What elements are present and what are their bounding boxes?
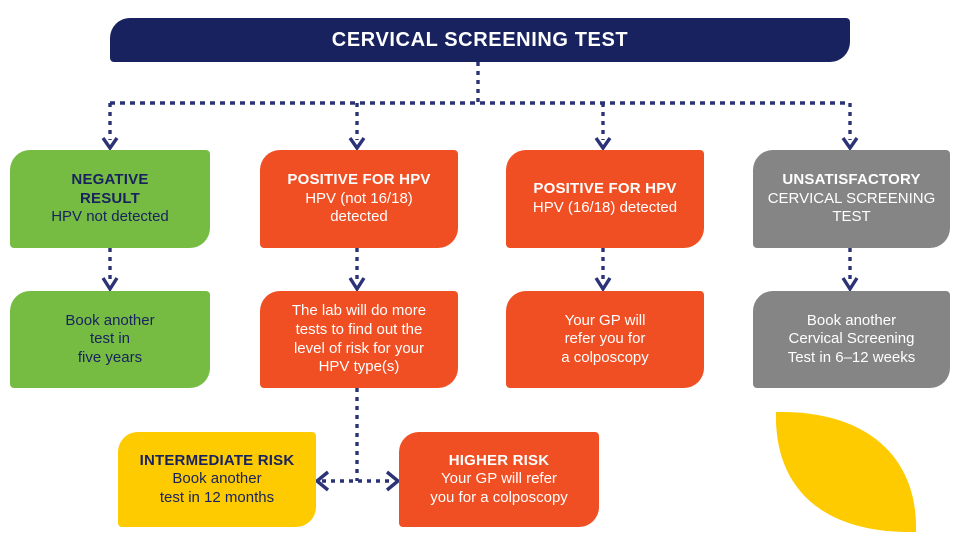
arrowhead-col4-result <box>841 137 859 151</box>
result-title-line: UNSATISFACTORY <box>782 171 921 189</box>
page-title: CERVICAL SCREENING TEST <box>110 18 850 62</box>
result-body-line: HPV (not 16/18) <box>305 189 413 207</box>
risk-body-line: test in 12 months <box>159 488 275 506</box>
action-box-positive-1618[interactable]: Your GP will refer you for a colposcopy <box>506 291 704 388</box>
result-body-line: CERVICAL SCREENING <box>767 189 936 207</box>
arrowhead-col1-action <box>101 277 119 293</box>
arrowhead-col1-result <box>101 137 119 151</box>
result-box-positive-not-1618[interactable]: POSITIVE FOR HPV HPV (not 16/18) detecte… <box>260 150 458 248</box>
action-body-line: refer you for <box>564 330 646 348</box>
arrowhead-col4-action <box>841 277 859 293</box>
risk-title-line: HIGHER RISK <box>448 451 550 469</box>
action-body-line: five years <box>77 348 143 366</box>
risk-box-higher-risk[interactable]: HIGHER RISK Your GP will refer you for a… <box>399 432 599 527</box>
risk-body-line: Your GP will refer <box>441 470 557 488</box>
action-body-line: level of risk for your <box>293 339 425 357</box>
action-body-line: The lab will do more <box>291 302 427 320</box>
result-box-positive-1618[interactable]: POSITIVE FOR HPV HPV (16/18) detected <box>506 150 704 248</box>
result-body-line: TEST <box>832 208 871 226</box>
result-body-line: detected <box>330 208 388 226</box>
risk-body-line: you for a colposcopy <box>430 488 568 506</box>
risk-title-line: INTERMEDIATE RISK <box>139 451 295 469</box>
action-box-positive-not-1618[interactable]: The lab will do more tests to find out t… <box>260 291 458 388</box>
arrowhead-col3-action <box>594 277 612 293</box>
page-title-text: CERVICAL SCREENING TEST <box>331 28 629 51</box>
arrowhead-col3-result <box>594 137 612 151</box>
action-body-line: Test in 6–12 weeks <box>787 348 916 366</box>
action-body-line: a colposcopy <box>561 348 649 366</box>
action-body-line: Book another <box>806 311 897 329</box>
action-body-line: Book another <box>65 311 155 329</box>
action-body-line: HPV type(s) <box>318 358 400 376</box>
action-box-unsatisfactory[interactable]: Book another Cervical Screening Test in … <box>753 291 950 388</box>
leaf-decoration-icon <box>775 411 917 533</box>
result-body-line: HPV not detected <box>51 208 169 226</box>
risk-body-line: Book another <box>172 470 262 488</box>
result-title-line: POSITIVE FOR HPV <box>533 180 677 198</box>
action-body-line: tests to find out the <box>295 320 423 338</box>
result-title-line: POSITIVE FOR HPV <box>287 171 431 189</box>
result-title-line: RESULT <box>79 189 141 207</box>
action-body-line: Cervical Screening <box>788 330 915 348</box>
arrowhead-col2-action <box>348 277 366 293</box>
risk-box-intermediate-risk[interactable]: INTERMEDIATE RISK Book another test in 1… <box>118 432 316 527</box>
action-box-negative[interactable]: Book another test in five years <box>10 291 210 388</box>
action-body-line: Your GP will <box>564 311 646 329</box>
result-box-unsatisfactory[interactable]: UNSATISFACTORY CERVICAL SCREENING TEST <box>753 150 950 248</box>
arrowhead-col2-result <box>348 137 366 151</box>
arrowhead-intermediate-risk <box>314 470 330 492</box>
action-body-line: test in <box>89 330 131 348</box>
result-title-line: NEGATIVE <box>71 171 149 189</box>
result-body-line: HPV (16/18) detected <box>532 199 678 216</box>
arrowhead-higher-risk <box>385 470 401 492</box>
result-box-negative[interactable]: NEGATIVE RESULT HPV not detected <box>10 150 210 248</box>
